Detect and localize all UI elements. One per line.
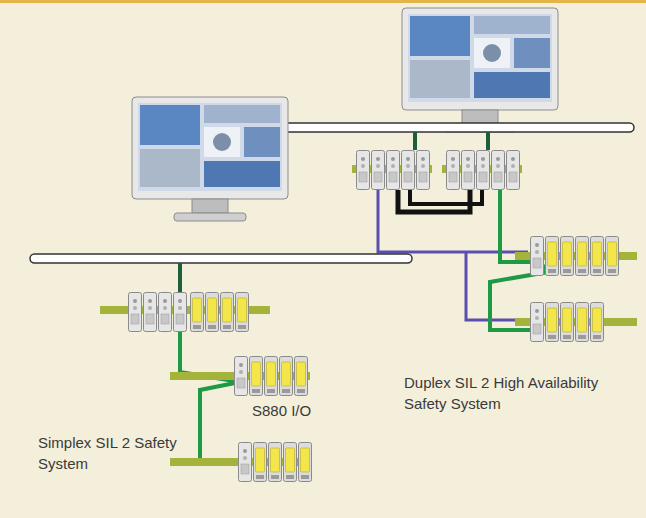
system-caption: Duplex SIL 2 High Availability Safety Sy… (404, 372, 604, 414)
io-label: S880 I/O (252, 400, 362, 421)
system-caption: Simplex SIL 2 Safety System (38, 432, 178, 474)
